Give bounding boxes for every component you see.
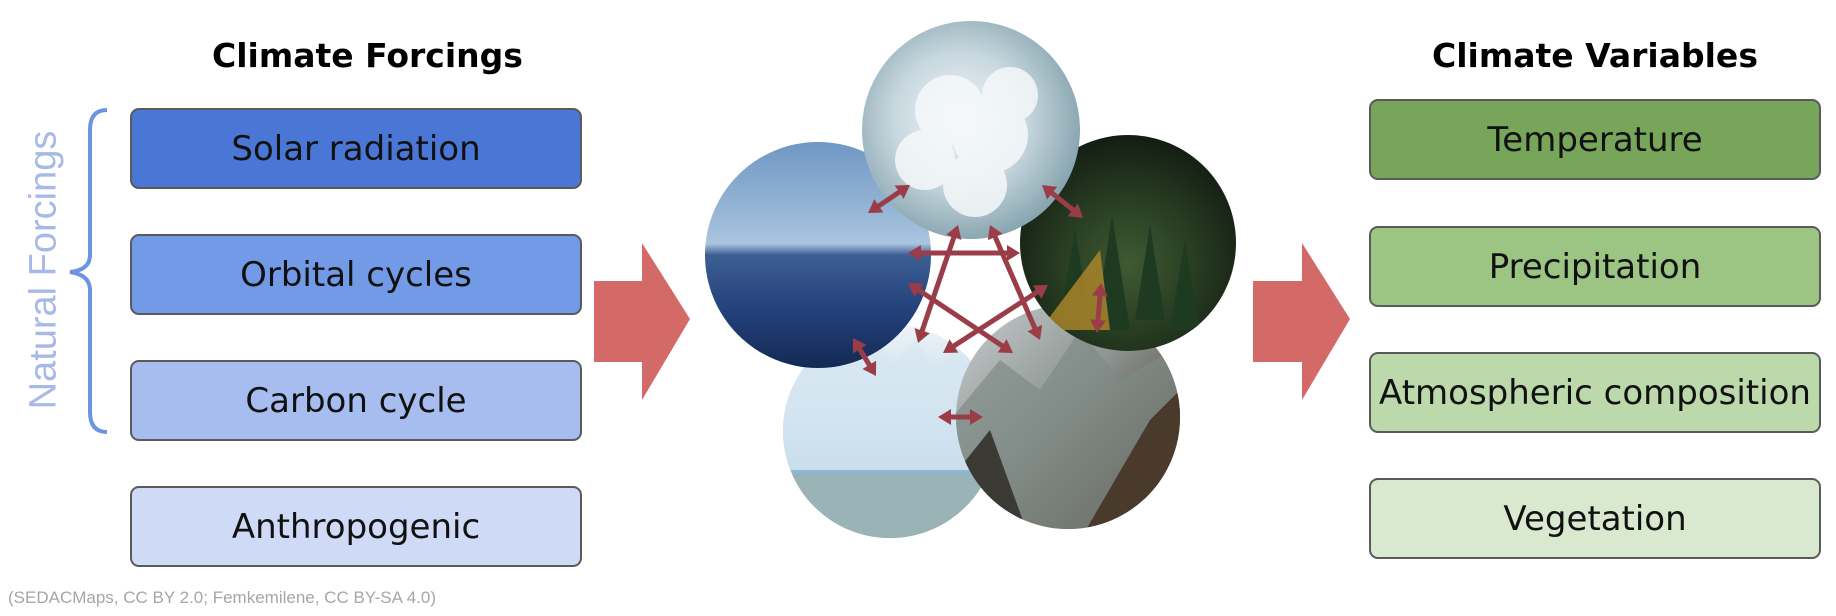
mountains-image [956, 305, 1180, 529]
variable-label: Temperature [1487, 119, 1703, 160]
system-to-variables-arrow [1253, 243, 1350, 400]
natural-forcings-bracket [69, 108, 108, 434]
variable-label: Precipitation [1488, 246, 1702, 287]
variable-box-atmospheric-composition: Atmospheric composition [1369, 352, 1821, 433]
forcing-box-anthropogenic: Anthropogenic [130, 486, 582, 567]
variable-label: Atmospheric composition [1379, 372, 1811, 413]
arrow-ocean-mountains [908, 283, 1013, 353]
variable-box-precipitation: Precipitation [1369, 226, 1821, 307]
forcings-to-system-arrow [594, 243, 690, 400]
arrow-clouds-mountains [987, 225, 1043, 340]
arrow-ocean-clouds [868, 185, 910, 213]
forcing-box-solar-radiation: Solar radiation [130, 108, 582, 189]
interaction-arrows [852, 185, 1108, 425]
arrow-clouds-glacier [914, 225, 962, 343]
arrow-forest-glacier [943, 285, 1048, 353]
forest-image [1020, 135, 1236, 351]
forcing-box-orbital-cycles: Orbital cycles [130, 234, 582, 315]
arrow-clouds-forest [1042, 185, 1083, 218]
arrow-forest-mountains [1090, 283, 1108, 333]
arrow-ocean-glacier [852, 338, 877, 376]
ocean-image [705, 142, 931, 368]
forcing-label: Solar radiation [231, 128, 481, 169]
variable-label: Vegetation [1503, 498, 1687, 539]
forcing-label: Anthropogenic [231, 506, 481, 547]
clouds-image [862, 21, 1080, 239]
variable-box-temperature: Temperature [1369, 99, 1821, 180]
arrow-glacier-mountains [938, 409, 983, 425]
arrow-ocean-forest [908, 245, 1020, 261]
forcing-label: Orbital cycles [240, 254, 472, 295]
climate-variables-heading: Climate Variables [1432, 36, 1758, 75]
image-credit: (SEDACMaps, CC BY 2.0; Femkemilene, CC B… [8, 588, 436, 607]
forcing-label: Carbon cycle [245, 380, 467, 421]
forcing-box-carbon-cycle: Carbon cycle [130, 360, 582, 441]
variable-box-vegetation: Vegetation [1369, 478, 1821, 559]
climate-forcings-heading: Climate Forcings [212, 36, 523, 75]
